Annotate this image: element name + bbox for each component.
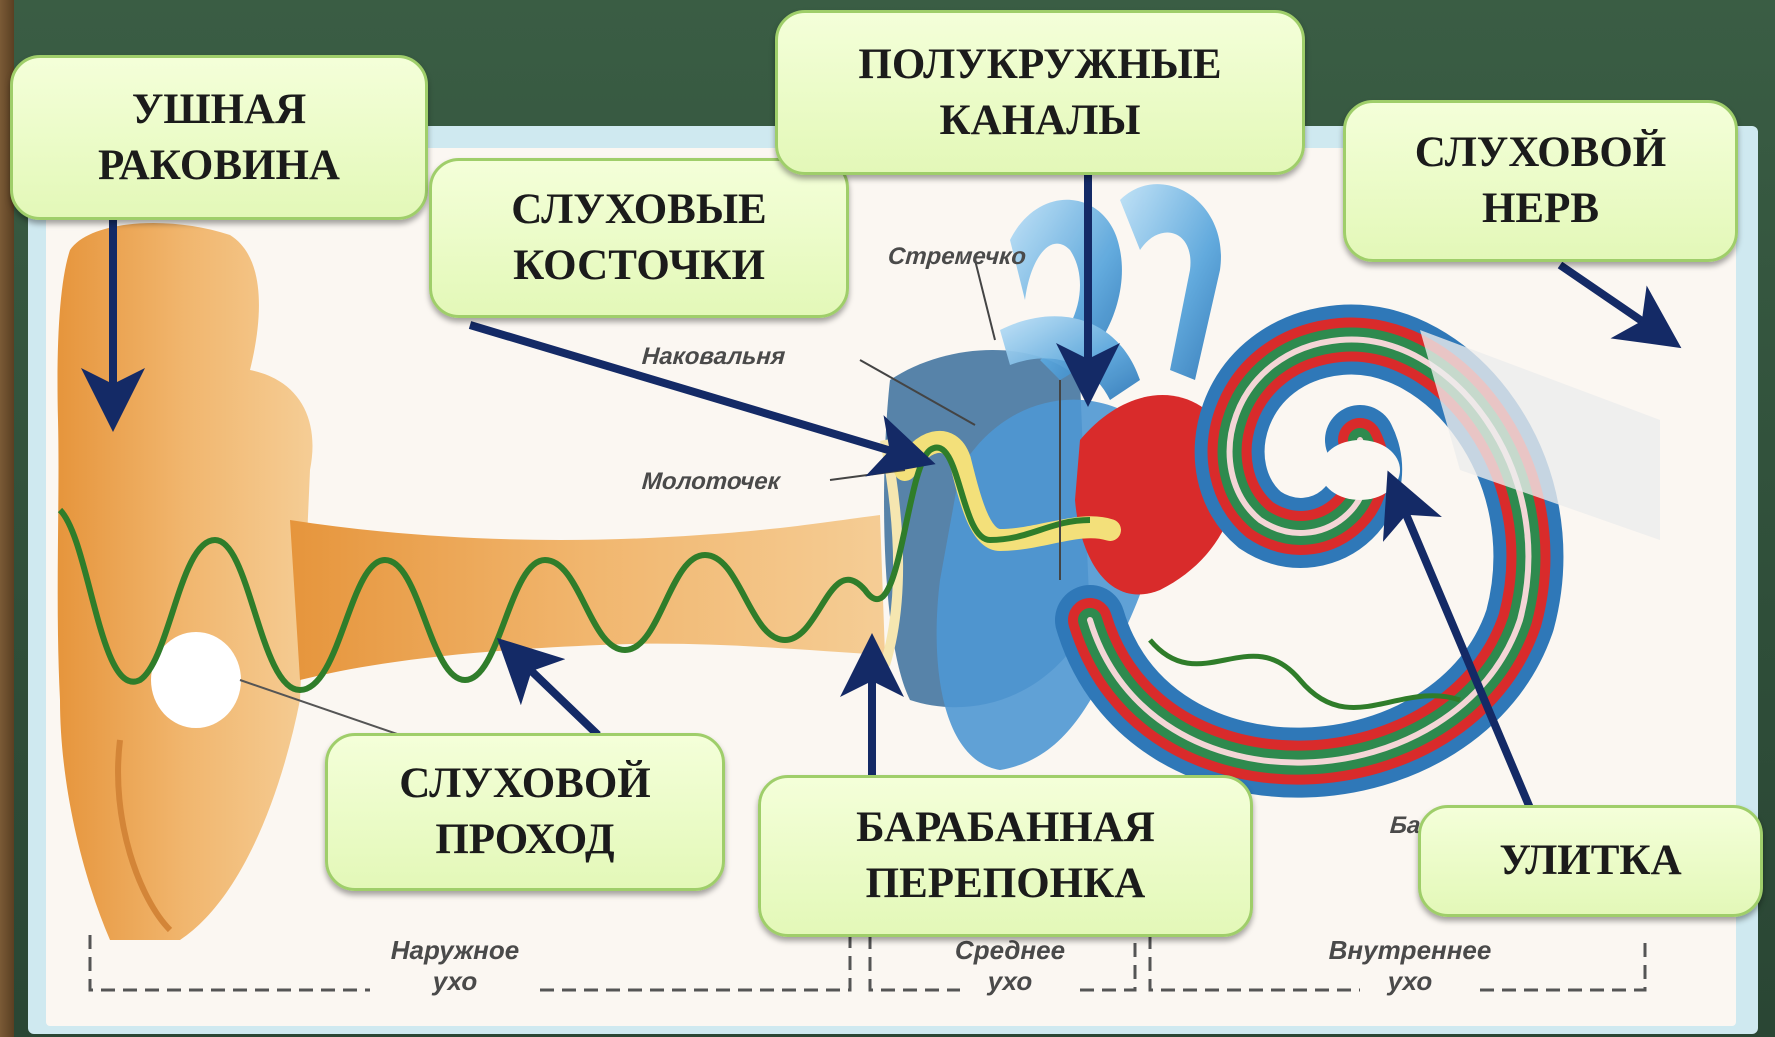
section-inner-ear: Внутреннееухо (1300, 935, 1520, 997)
label-ear-canal: СЛУХОВОЙ ПРОХОД (325, 733, 725, 891)
label-stapes: Стремечко (887, 243, 1027, 271)
label-ossicles: СЛУХОВЫЕ КОСТОЧКИ (429, 158, 849, 318)
section-middle-ear: Среднееухо (925, 935, 1095, 997)
arrow-canal (520, 660, 598, 735)
ear-canal-shape (290, 515, 885, 680)
label-incus: Наковальня (641, 343, 786, 371)
label-semicircular-canals: ПОЛУКРУЖНЫЕ КАНАЛЫ (775, 10, 1305, 175)
arrow-nerve (1560, 265, 1655, 330)
section-outer-ear: Наружноеухо (360, 935, 550, 997)
ear-opening (151, 632, 241, 728)
label-pinna: УШНАЯ РАКОВИНА (10, 55, 428, 220)
label-malleus: Молоточек (641, 468, 781, 496)
label-fragment: Ба (1389, 812, 1421, 840)
label-cochlea: УЛИТКА (1418, 805, 1763, 917)
label-auditory-nerve: СЛУХОВОЙ НЕРВ (1343, 100, 1738, 262)
label-tympanic-membrane: БАРАБАННАЯ ПЕРЕПОНКА (758, 775, 1253, 937)
